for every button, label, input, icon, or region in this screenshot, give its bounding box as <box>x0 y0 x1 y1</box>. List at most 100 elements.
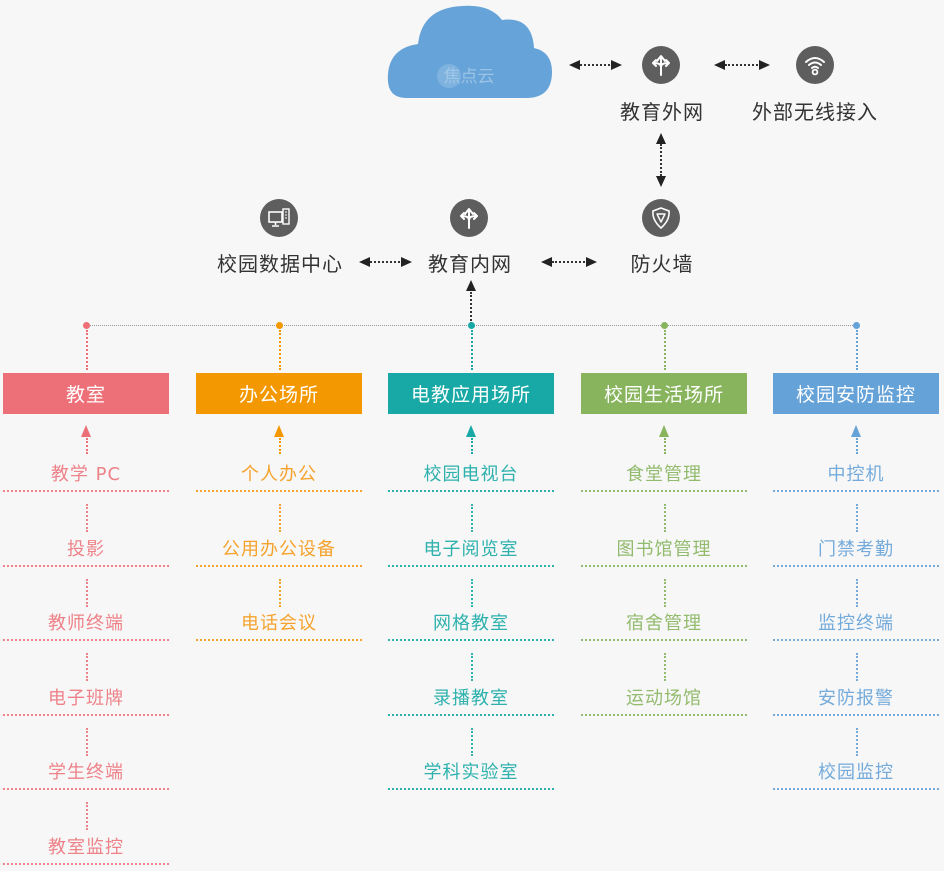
item-connector <box>279 504 281 532</box>
cloud: 焦点云 <box>386 2 552 98</box>
list-item[interactable]: 网格教室 <box>388 611 554 641</box>
firewall-label: 防火墙 <box>630 252 694 276</box>
list-item[interactable]: 门禁考勤 <box>773 537 939 567</box>
item-connector <box>86 802 88 830</box>
category-box[interactable]: 校园安防监控 <box>773 373 939 414</box>
route-split-icon <box>652 55 670 76</box>
list-item[interactable]: 宿舍管理 <box>581 611 747 641</box>
computer-icon <box>268 208 290 227</box>
arrow-down-icon <box>656 176 666 187</box>
route-split-icon <box>460 208 478 229</box>
arrow-left-icon <box>359 257 370 267</box>
item-connector <box>86 578 88 607</box>
list-item[interactable]: 校园监控 <box>773 760 939 790</box>
bus-junction-dot <box>853 322 860 329</box>
item-connector <box>856 504 858 532</box>
arrow-up-icon <box>851 425 861 437</box>
list-item[interactable]: 个人办公 <box>196 462 362 492</box>
category-box[interactable]: 办公场所 <box>196 373 362 414</box>
item-connector <box>664 504 666 532</box>
connector-cloud-external <box>580 64 610 66</box>
category-arrow-connector <box>664 438 666 454</box>
category-arrow-connector <box>856 438 858 454</box>
cloud-icon: 焦点云 <box>387 5 552 98</box>
category-connector <box>664 330 666 370</box>
item-connector <box>856 727 858 756</box>
datacenter-node[interactable] <box>260 199 298 237</box>
list-item[interactable]: 电子班牌 <box>3 686 169 716</box>
firewall-node[interactable] <box>642 199 680 237</box>
datacenter-label: 校园数据中心 <box>217 252 343 276</box>
arrow-right-icon <box>611 60 622 70</box>
arrow-up-icon <box>274 425 284 437</box>
list-item[interactable]: 电话会议 <box>196 611 362 641</box>
item-connector <box>664 653 666 681</box>
arrow-right-icon <box>759 60 770 70</box>
internal-network-node[interactable] <box>450 199 488 237</box>
list-item[interactable]: 图书馆管理 <box>581 537 747 567</box>
cloud-label: 焦点云 <box>444 67 495 87</box>
internal-network-label: 教育内网 <box>428 252 512 276</box>
list-item[interactable]: 监控终端 <box>773 611 939 641</box>
list-item[interactable]: 学生终端 <box>3 760 169 790</box>
item-connector <box>471 578 473 607</box>
list-item[interactable]: 电子阅览室 <box>388 537 554 567</box>
wireless-label: 外部无线接入 <box>752 100 878 124</box>
connector-external-wireless <box>725 64 758 66</box>
connector-datacenter-internal <box>370 261 400 263</box>
list-item[interactable]: 学科实验室 <box>388 760 554 790</box>
list-item[interactable]: 教师终端 <box>3 611 169 641</box>
category-arrow-connector <box>471 438 473 454</box>
arrow-left-icon <box>541 257 552 267</box>
wifi-icon <box>805 57 825 76</box>
bus-junction-dot <box>468 322 475 329</box>
category-connector <box>856 330 858 370</box>
arrow-right-icon <box>586 257 597 267</box>
arrow-up-icon <box>466 425 476 437</box>
list-item[interactable]: 中控机 <box>773 462 939 492</box>
list-item[interactable]: 投影 <box>3 537 169 567</box>
item-connector <box>664 578 666 607</box>
item-connector <box>86 653 88 681</box>
list-item[interactable]: 食堂管理 <box>581 462 747 492</box>
arrow-left-icon <box>714 60 725 70</box>
bus-junction-dot <box>276 322 283 329</box>
arrow-up-icon <box>659 425 669 437</box>
list-item[interactable]: 安防报警 <box>773 686 939 716</box>
connector-bus-internal <box>470 292 472 324</box>
category-box[interactable]: 校园生活场所 <box>581 373 747 414</box>
list-item[interactable]: 运动场馆 <box>581 686 747 716</box>
category-connector <box>471 330 473 370</box>
item-connector <box>279 578 281 607</box>
item-connector <box>856 653 858 681</box>
category-connector <box>86 330 88 370</box>
list-item[interactable]: 校园电视台 <box>388 462 554 492</box>
bus-junction-dot <box>661 322 668 329</box>
item-connector <box>86 504 88 532</box>
item-connector <box>856 578 858 607</box>
arrow-left-icon <box>569 60 580 70</box>
arrow-up-icon <box>656 133 666 144</box>
category-arrow-connector <box>86 438 88 454</box>
category-arrow-connector <box>279 438 281 454</box>
item-connector <box>471 504 473 532</box>
list-item[interactable]: 教室监控 <box>3 835 169 865</box>
category-connector <box>279 330 281 370</box>
arrow-up-icon <box>466 280 476 291</box>
wireless-node[interactable] <box>796 46 834 84</box>
external-network-label: 教育外网 <box>620 100 704 124</box>
item-connector <box>471 727 473 756</box>
category-box[interactable]: 教室 <box>3 373 169 414</box>
connector-external-firewall <box>660 144 662 176</box>
item-connector <box>471 653 473 681</box>
external-network-node[interactable] <box>642 46 680 84</box>
arrow-up-icon <box>81 425 91 437</box>
list-item[interactable]: 录播教室 <box>388 686 554 716</box>
list-item[interactable]: 教学 PC <box>3 462 169 492</box>
bus-junction-dot <box>83 322 90 329</box>
shield-icon <box>652 207 670 230</box>
list-item[interactable]: 公用办公设备 <box>196 537 362 567</box>
arrow-right-icon <box>401 257 412 267</box>
category-box[interactable]: 电教应用场所 <box>388 373 554 414</box>
connector-internal-firewall <box>552 261 585 263</box>
